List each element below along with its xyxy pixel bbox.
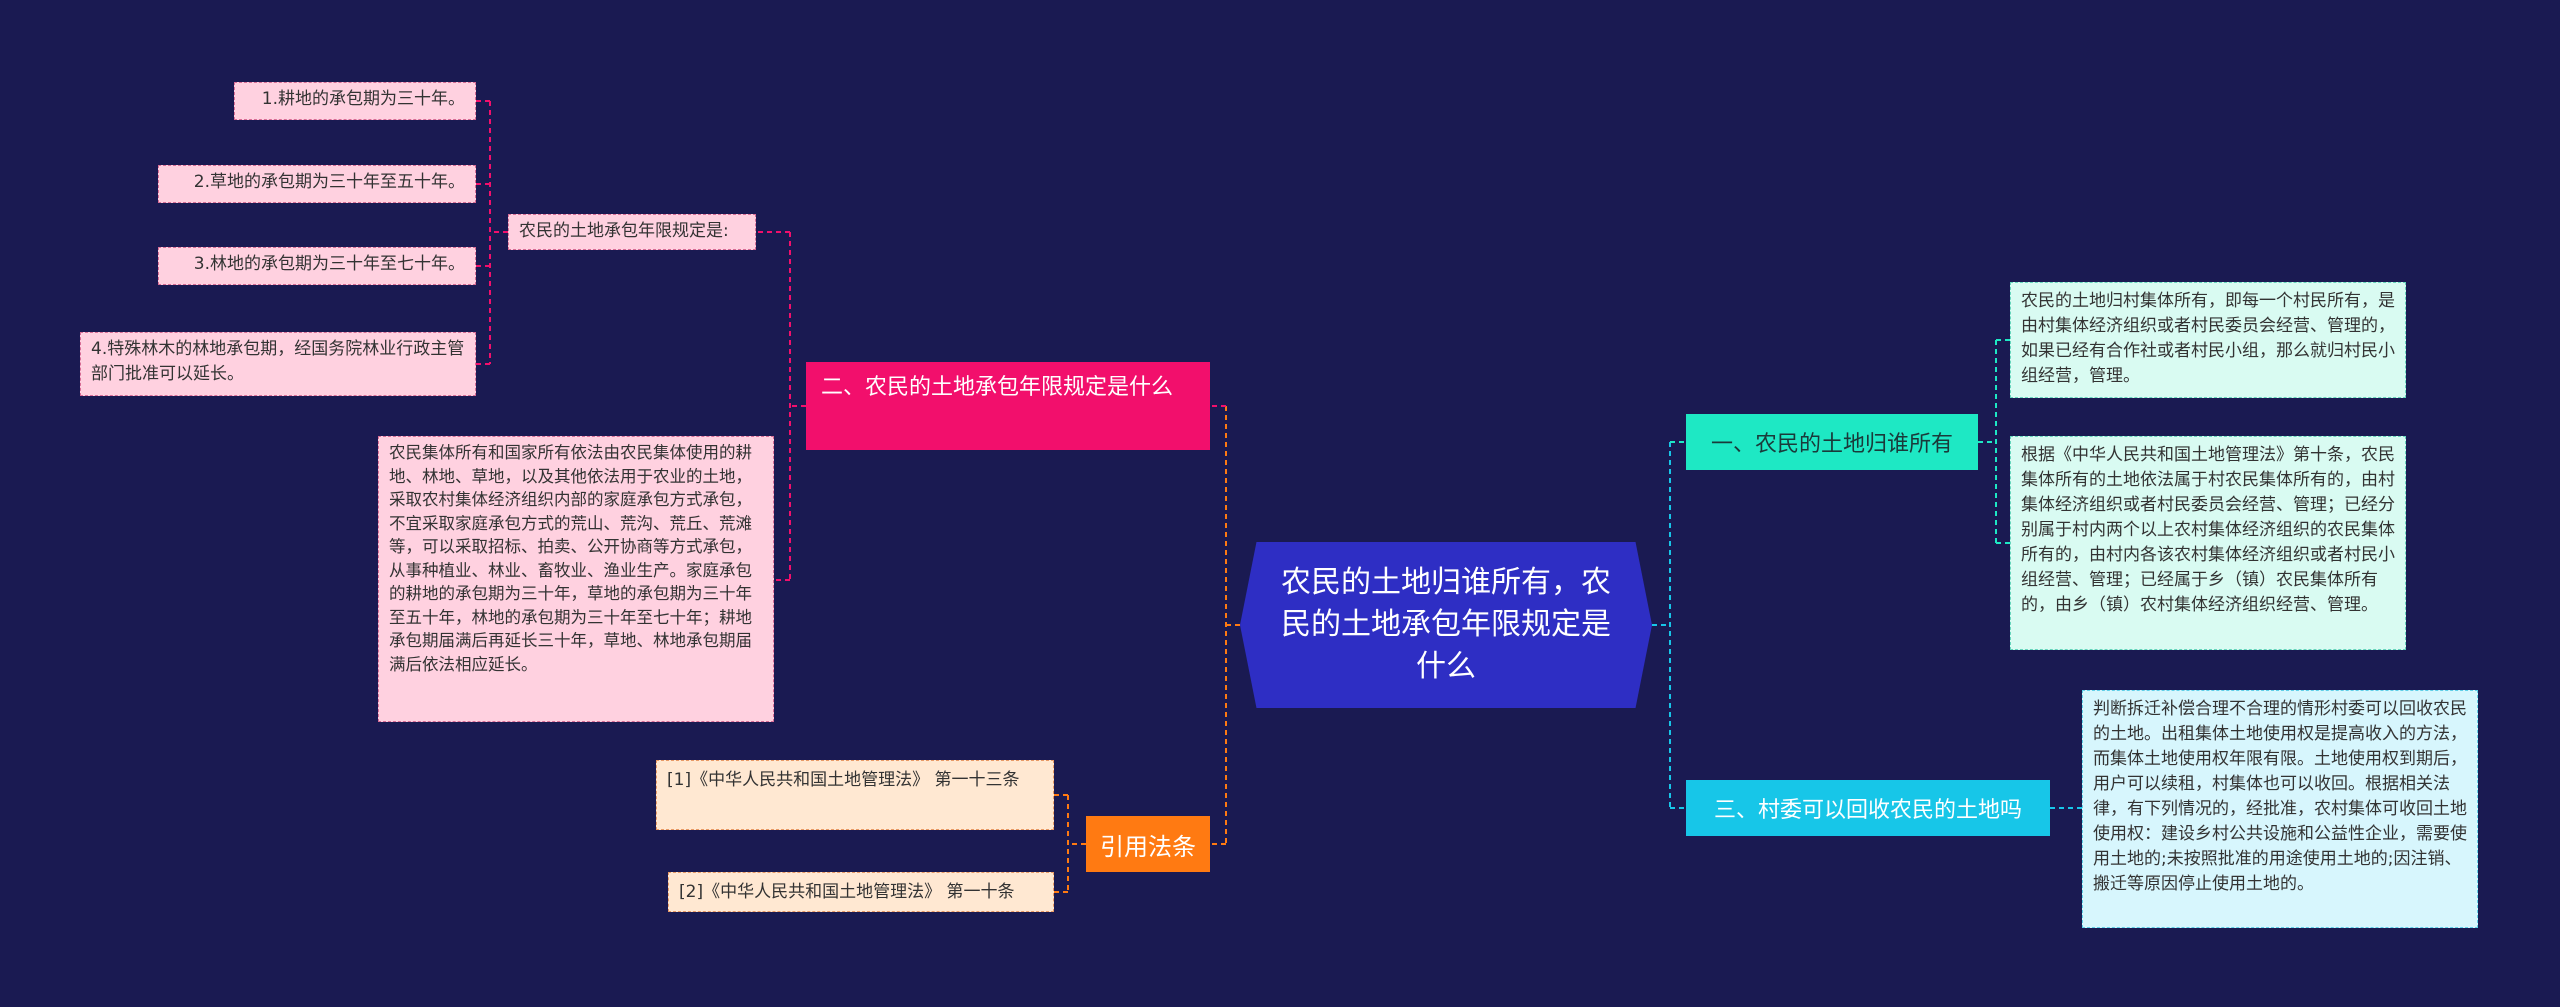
root-topic[interactable]: 农民的土地归谁所有，农民的土地承包年限规定是什么: [1240, 542, 1652, 708]
law-item-1[interactable]: [1]《中华人民共和国土地管理法》 第一十三条: [656, 760, 1054, 830]
term-item-2[interactable]: 2.草地的承包期为三十年至五十年。: [158, 165, 476, 203]
branch-land-reclaim[interactable]: 三、村委可以回收农民的土地吗: [1686, 780, 2050, 836]
reclaim-detail[interactable]: 判断拆迁补偿合理不合理的情形村委可以回收农民的土地。出租集体土地使用权是提高收入…: [2082, 690, 2478, 928]
term-item-1[interactable]: 1.耕地的承包期为三十年。: [234, 82, 476, 120]
term-detail[interactable]: 农民集体所有和国家所有依法由农民集体使用的耕地、林地、草地，以及其他依法用于农业…: [378, 436, 774, 722]
ownership-item-1[interactable]: 农民的土地归村集体所有，即每一个村民所有，是由村集体经济组织或者村民委员会经营、…: [2010, 282, 2406, 398]
term-group-title[interactable]: 农民的土地承包年限规定是:: [508, 214, 756, 250]
branch-land-ownership[interactable]: 一、农民的土地归谁所有: [1686, 414, 1978, 470]
branch-cited-laws[interactable]: 引用法条: [1086, 816, 1210, 872]
term-item-3[interactable]: 3.林地的承包期为三十年至七十年。: [158, 247, 476, 285]
branch-term-limits[interactable]: 二、农民的土地承包年限规定是什么: [806, 362, 1210, 450]
term-item-4[interactable]: 4.特殊林木的林地承包期，经国务院林业行政主管部门批准可以延长。: [80, 332, 476, 396]
law-item-2[interactable]: [2]《中华人民共和国土地管理法》 第一十条: [668, 872, 1054, 912]
ownership-item-2[interactable]: 根据《中华人民共和国土地管理法》第十条，农民集体所有的土地依法属于村农民集体所有…: [2010, 436, 2406, 650]
